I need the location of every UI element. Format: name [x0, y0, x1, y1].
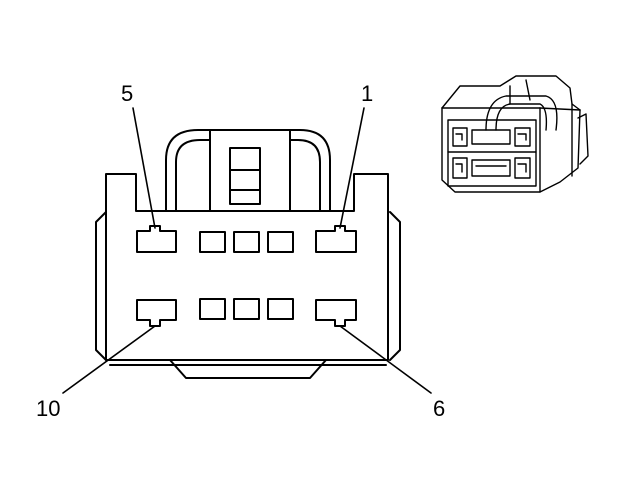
cavity-pin-3: [233, 231, 260, 253]
cavity-pin-6: [315, 299, 357, 327]
cavity-pin-10: [136, 299, 177, 327]
cavity-pin-1: [315, 225, 357, 253]
pin-label-6: 6: [433, 396, 445, 421]
leader-pin-5: [132, 107, 156, 229]
pin-label-10: 10: [36, 396, 60, 421]
locking-latch: [165, 129, 331, 212]
leader-lines: [62, 107, 432, 394]
cavity-pin-2: [267, 231, 294, 253]
cavity-pin-5: [136, 225, 177, 253]
cavity-pin-8: [233, 298, 260, 320]
bottom-cavity-row: [136, 298, 357, 327]
bottom-key: [169, 359, 327, 379]
connector-isometric-view: [441, 75, 589, 193]
cavity-pin-4: [199, 231, 226, 253]
leader-pin-6: [339, 325, 432, 394]
left-side-flange: [95, 211, 107, 361]
pin-label-1: 1: [361, 81, 373, 106]
pin-labels: 5 1 10 6: [36, 81, 445, 421]
cavity-pin-7: [267, 298, 294, 320]
top-cavity-row: [136, 225, 357, 253]
cavity-pin-9: [199, 298, 226, 320]
connector-face-view: 5 1 10 6: [36, 81, 445, 421]
right-side-flange: [389, 211, 401, 361]
leader-pin-1: [339, 107, 365, 229]
leader-pin-10: [62, 325, 156, 394]
pin-label-5: 5: [121, 81, 133, 106]
